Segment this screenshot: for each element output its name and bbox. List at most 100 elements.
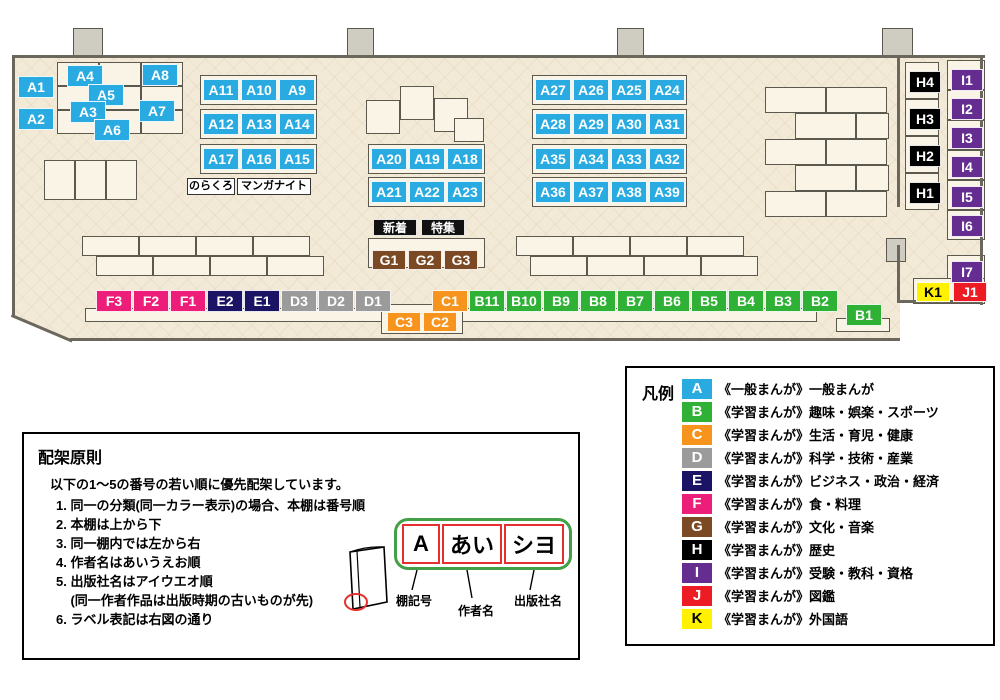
legend-chip-H: H — [682, 539, 712, 560]
shelf-label-H1: H1 — [909, 182, 941, 204]
legend-title: 凡例 — [642, 386, 675, 403]
shelf-block — [765, 87, 826, 113]
shelf-label-K1: K1 — [916, 282, 950, 302]
shelf-label-A6: A6 — [94, 119, 130, 141]
legend-type: 《学習まんが》 — [718, 497, 810, 512]
shelf-block — [826, 139, 887, 165]
wall — [980, 55, 983, 305]
legend-label: 一般まんが — [809, 382, 875, 397]
shelf-block — [856, 113, 889, 139]
shelf-label-I5: I5 — [951, 186, 983, 208]
shelf-label-B8: B8 — [580, 290, 616, 312]
shelf-label-A32: A32 — [649, 148, 685, 170]
shelf-label-G2: G2 — [408, 250, 442, 270]
shelf-block — [644, 256, 701, 276]
legend-row-C: C《学習まんが》生活・育児・健康 — [682, 423, 987, 446]
wall — [897, 57, 900, 207]
shelf-label-C1: C1 — [432, 290, 468, 312]
shelf-block — [516, 236, 573, 256]
shelf-label-G1: G1 — [372, 250, 406, 270]
shelf-label-B1: B1 — [846, 304, 882, 326]
legend-chip-I: I — [682, 562, 712, 583]
shelf-label-F1: F1 — [170, 290, 206, 312]
shelf-label-A31: A31 — [649, 113, 685, 135]
shelf-label-B6: B6 — [654, 290, 690, 312]
shelf-block — [400, 86, 434, 120]
shelf-label-A21: A21 — [371, 181, 407, 203]
shelf-block — [630, 236, 687, 256]
label-example-shelf-code: A — [402, 524, 440, 564]
shelf-label-A33: A33 — [611, 148, 647, 170]
shelf-label-F3: F3 — [96, 290, 132, 312]
shelf-label-A15: A15 — [279, 148, 315, 170]
spine-label-highlight — [344, 593, 368, 611]
shelf-block — [253, 236, 310, 256]
book-icon — [349, 546, 388, 610]
legend-row-J: J《学習まんが》図鑑 — [682, 584, 987, 607]
shelf-block — [44, 160, 75, 200]
principles-item: 4. 作者名はあいうえお順 — [56, 555, 201, 570]
legend-row-H: H《学習まんが》歴史 — [682, 538, 987, 561]
shelf-label-A29: A29 — [573, 113, 609, 135]
wall — [12, 55, 985, 58]
legend-label: 図鑑 — [809, 589, 836, 604]
wall — [12, 55, 15, 316]
shelf-label-A38: A38 — [611, 181, 647, 203]
legend-type: 《学習まんが》 — [718, 566, 810, 581]
shelf-label-I6: I6 — [951, 215, 983, 237]
legend-row-I: I 《学習まんが》受験・教科・資格 — [682, 561, 987, 584]
shelf-block — [856, 165, 889, 191]
label-example-author: あい — [442, 524, 502, 564]
principles-item: (同一作者作品は出版時期の古いものが先) — [56, 593, 314, 608]
pillar — [882, 28, 913, 58]
shelf-label-A39: A39 — [649, 181, 685, 203]
shelf-label-A34: A34 — [573, 148, 609, 170]
wall — [70, 338, 900, 341]
shelf-block — [106, 160, 137, 200]
shelf-label-J1: J1 — [953, 282, 987, 302]
annotation-shelf-code: 棚記号 — [396, 594, 433, 608]
shelf-label-A25: A25 — [611, 79, 647, 101]
shelf-block — [587, 256, 644, 276]
legend-chip-F: F — [682, 493, 712, 514]
principles-item: 6. ラベル表記は右図の通り — [56, 612, 214, 627]
shelf-label-A28: A28 — [535, 113, 571, 135]
legend-chip-E: E — [682, 470, 712, 491]
shelf-label-B11: B11 — [469, 290, 505, 312]
shelf-block — [687, 236, 744, 256]
shelf-label-D1: D1 — [355, 290, 391, 312]
principles-intro: 以下の1〜5の番号の若い順に優先配架しています。 — [50, 477, 349, 492]
shelf-label-I3: I3 — [951, 127, 983, 149]
legend-label: 趣味・娯楽・スポーツ — [809, 405, 939, 420]
shelf-label-マンガナイト: マンガナイト — [237, 178, 311, 195]
shelf-block — [210, 256, 267, 276]
shelf-label-新着: 新着 — [373, 219, 417, 236]
shelf-label-I1: I1 — [951, 69, 983, 91]
shelf-block — [196, 236, 253, 256]
legend-chip-G: G — [682, 516, 712, 537]
shelf-label-B2: B2 — [802, 290, 838, 312]
shelf-label-A30: A30 — [611, 113, 647, 135]
legend-type: 《学習まんが》 — [718, 451, 810, 466]
shelf-block — [826, 87, 887, 113]
legend-row-F: F《学習まんが》食・料理 — [682, 492, 987, 515]
shelf-block — [765, 139, 826, 165]
shelf-label-A10: A10 — [241, 79, 277, 101]
shelf-block — [366, 100, 400, 134]
shelf-label-I2: I2 — [951, 98, 983, 120]
principles-item: 2. 本棚は上から下 — [56, 517, 162, 532]
shelf-label-A16: A16 — [241, 148, 277, 170]
shelf-label-D2: D2 — [318, 290, 354, 312]
shelf-label-H2: H2 — [909, 145, 941, 167]
shelf-block — [75, 160, 106, 200]
shelf-label-B4: B4 — [728, 290, 764, 312]
pillar — [347, 28, 374, 58]
legend-label: 受験・教科・資格 — [809, 566, 914, 581]
legend-type: 《学習まんが》 — [718, 612, 810, 627]
shelf-label-A27: A27 — [535, 79, 571, 101]
shelf-block — [530, 256, 587, 276]
annotation-author: 作者名 — [458, 604, 495, 618]
